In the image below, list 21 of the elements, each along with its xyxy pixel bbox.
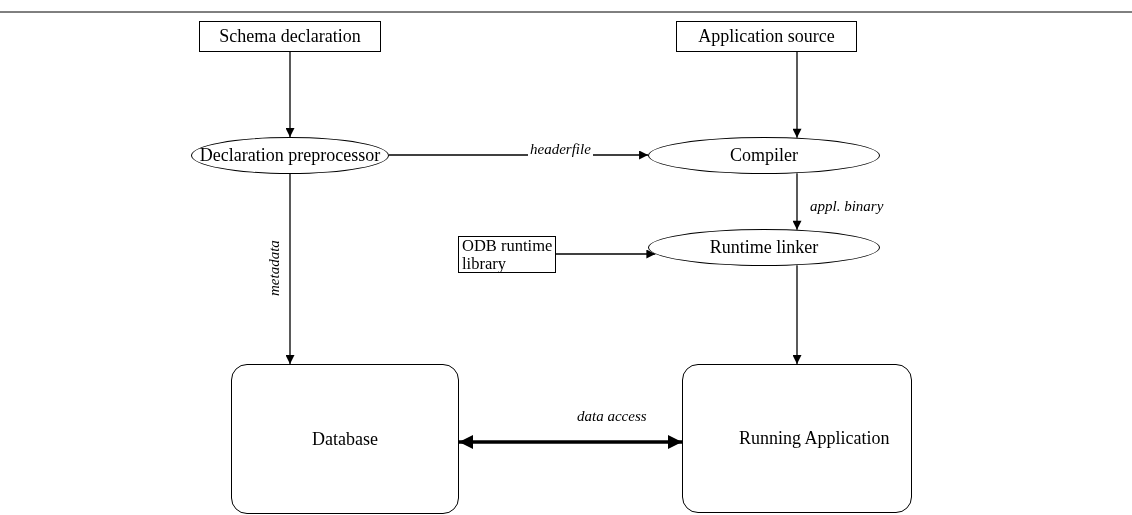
arrow [792,264,802,365]
arrow [459,435,682,449]
node-label: Application source [698,27,835,46]
arrow [285,51,295,138]
node-label: Database [312,429,378,449]
arrow [792,51,802,139]
node-label: Schema declaration [219,27,361,46]
input-box [199,21,381,52]
node-label: Running Application [739,429,890,448]
arrow [792,172,802,231]
node-label: Runtime linker [709,238,819,257]
node-label: ODB runtime library [462,237,554,272]
application-box [682,364,912,513]
arrow [555,249,657,259]
arrow [285,173,295,365]
storage-box [231,364,459,514]
input-box [676,21,857,52]
node-label: Declaration preprocessor [199,146,381,165]
edge-label: headerfile [528,141,593,158]
edge-label: appl. binary [808,198,886,215]
node-label: Compiler [730,146,798,165]
